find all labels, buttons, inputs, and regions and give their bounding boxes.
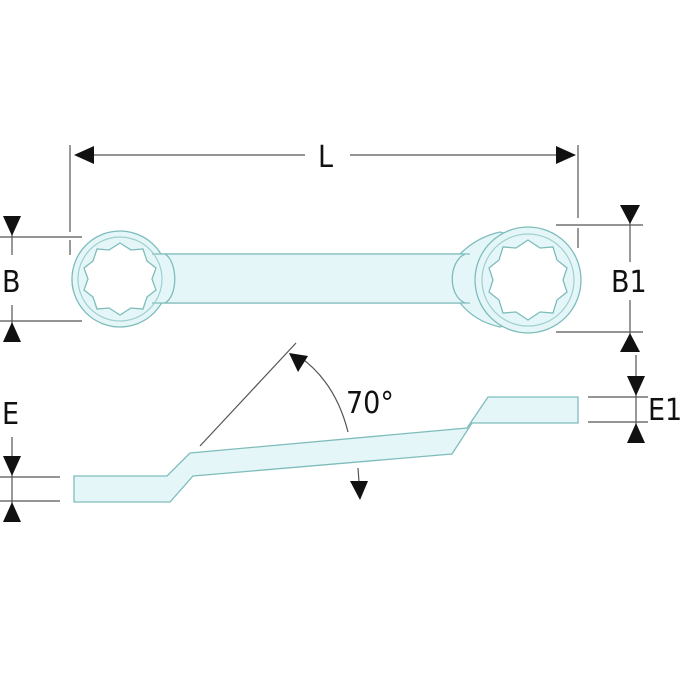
arrow-left-icon	[74, 146, 94, 164]
twelve-point-socket-right	[488, 239, 568, 321]
angle-label: 70°	[346, 386, 394, 421]
length-label: L	[318, 140, 333, 175]
arrow-up-icon	[3, 502, 21, 522]
arrow-up-icon	[627, 423, 645, 443]
arrow-down-icon	[3, 456, 21, 476]
thickness-left-dimension: E	[0, 397, 60, 522]
arrow-down-icon	[627, 376, 645, 396]
twelve-point-socket-left	[83, 242, 157, 316]
e1-label: E1	[648, 393, 682, 428]
arrow-up-icon	[620, 333, 640, 352]
arrow-down-icon	[350, 481, 368, 500]
b1-label: B1	[611, 265, 647, 300]
arrow-down-icon	[3, 216, 21, 236]
arrow-down-icon	[620, 205, 640, 224]
arrow-up-icon	[3, 322, 21, 342]
e-label: E	[2, 397, 19, 432]
arrow-angle-icon	[289, 353, 308, 372]
length-dimension: L	[69, 140, 579, 255]
b-label: B	[2, 265, 21, 300]
angle-dimension: 70°	[199, 342, 394, 500]
head-width-right-dimension: B1	[556, 205, 647, 352]
wrench-side-view	[73, 396, 579, 503]
arrow-right-icon	[556, 146, 576, 164]
thickness-right-dimension: E1	[588, 355, 682, 443]
wrench-top-view	[71, 226, 582, 334]
head-width-left-dimension: B	[0, 216, 82, 342]
